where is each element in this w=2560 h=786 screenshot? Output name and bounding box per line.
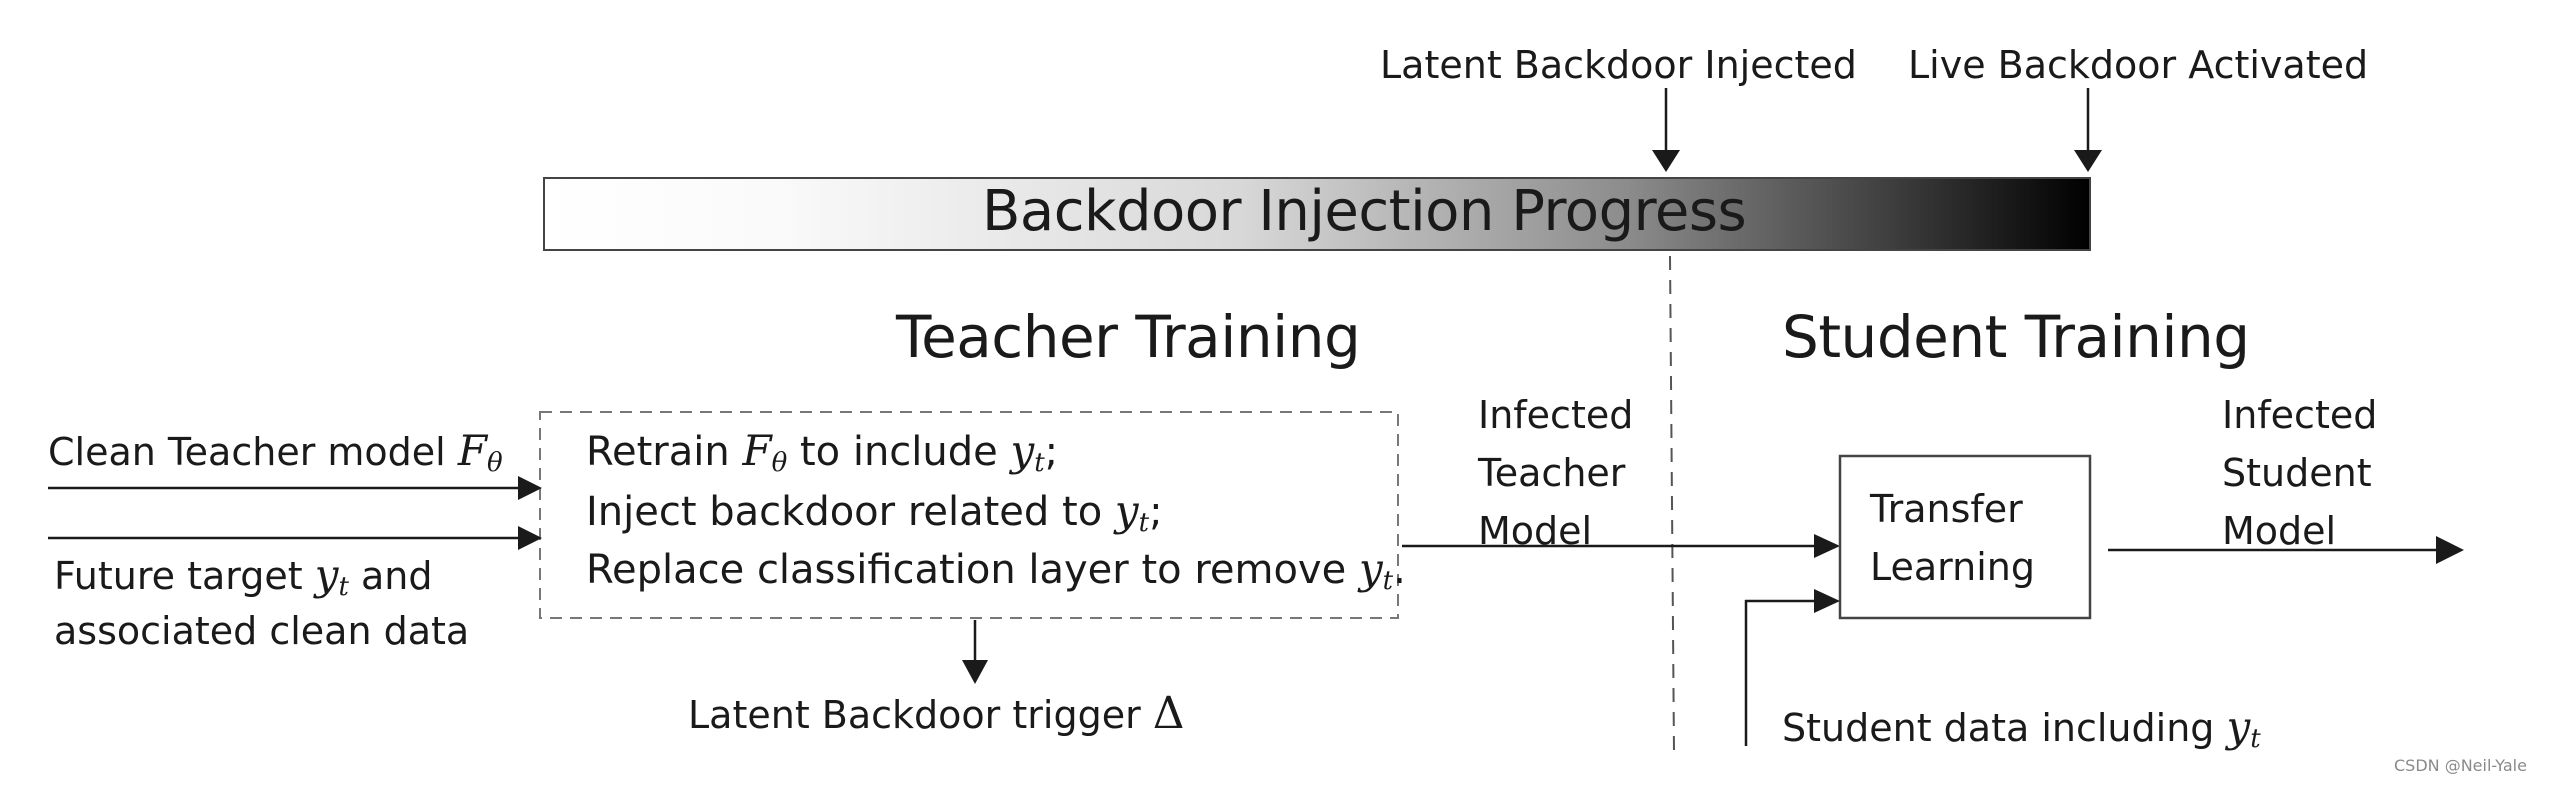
phase-divider bbox=[1669, 255, 1675, 753]
include-y-t-math: yt bbox=[1010, 426, 1045, 478]
teacher-box-line-1: Retrain Fθ to include yt; bbox=[586, 426, 1059, 478]
future-target-and: and bbox=[361, 554, 433, 598]
transfer-learning-label: Transfer Learning bbox=[1870, 487, 2035, 589]
retrain-f-theta-math: Fθ bbox=[742, 426, 788, 478]
future-target-arrow-icon bbox=[518, 526, 542, 550]
progress-bar-title: Backdoor Injection Progress bbox=[982, 179, 1747, 244]
clean-teacher-model-text: Clean Teacher model bbox=[48, 430, 446, 474]
progress-bar bbox=[543, 177, 2091, 251]
student-output-arrow-icon bbox=[2436, 536, 2464, 564]
student-data-label: Student data including yt bbox=[1782, 702, 2261, 754]
teacher-box-line-3: Replace classification layer to remove y… bbox=[586, 544, 1406, 596]
infected-teacher-model-label: Infected Teacher Model bbox=[1478, 393, 1634, 553]
teacher-training-box bbox=[539, 411, 1399, 619]
future-target-label: Future target yt and bbox=[54, 554, 433, 601]
watermark: CSDN @Neil-Yale bbox=[2394, 756, 2527, 775]
transfer-learning-box bbox=[1838, 454, 2092, 620]
inject-y-t-math: yt bbox=[1114, 486, 1150, 538]
live-activated-arrow-icon bbox=[2074, 150, 2102, 172]
remove-y-t-math: yt bbox=[1358, 544, 1394, 596]
latent-injected-label: Latent Backdoor Injected bbox=[1380, 43, 1857, 87]
trigger-arrow-icon bbox=[962, 660, 988, 684]
teacher-box-line-2: Inject backdoor related to yt; bbox=[586, 486, 1163, 538]
student-data-arrow-icon bbox=[1814, 589, 1840, 613]
latent-trigger-label: Latent Backdoor trigger Δ bbox=[688, 688, 1185, 739]
teacher-output-arrow-icon bbox=[1814, 534, 1840, 558]
live-activated-label: Live Backdoor Activated bbox=[1908, 43, 2369, 87]
f-theta-math: Fθ bbox=[457, 426, 503, 478]
clean-model-arrow-icon bbox=[518, 476, 542, 500]
delta-symbol: Δ bbox=[1152, 688, 1185, 739]
infected-student-model-label: Infected Student Model bbox=[2222, 393, 2378, 553]
student-y-t-math: yt bbox=[2226, 702, 2261, 754]
y-t-math: yt bbox=[314, 550, 349, 602]
latent-injected-arrow-icon bbox=[1652, 150, 1680, 172]
teacher-training-heading: Teacher Training bbox=[896, 303, 1361, 371]
future-target-text: Future target bbox=[54, 554, 303, 598]
clean-teacher-model-label: Clean Teacher model Fθ bbox=[48, 430, 503, 477]
student-training-heading: Student Training bbox=[1782, 303, 2250, 371]
associated-clean-data-label: associated clean data bbox=[54, 609, 470, 653]
